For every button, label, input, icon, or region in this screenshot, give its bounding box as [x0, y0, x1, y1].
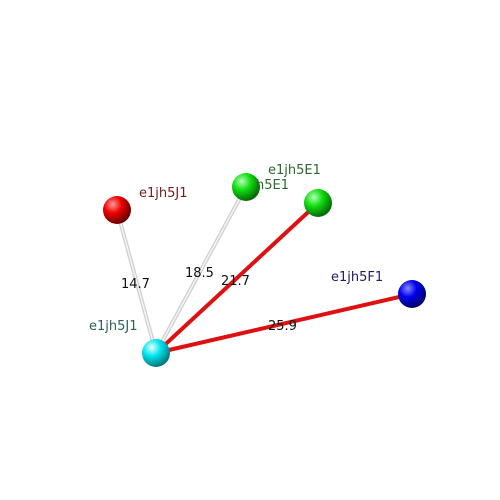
node-green-b[interactable] — [304, 189, 332, 217]
node-center[interactable] — [142, 339, 170, 367]
edge-label-25-9: 25.9 — [268, 319, 297, 334]
edge-center-green-a-highlight — [155, 186, 247, 354]
edge-center-green-b — [154, 201, 320, 355]
edge-label-21-7: 21.7 — [221, 274, 250, 289]
node-labels: e1jh5J1 h5E1 e1jh5E1 e1jh5F1 e1jh5J1 — [89, 163, 383, 334]
edges — [115, 185, 414, 355]
edge-label-18-5: 18.5 — [185, 266, 214, 281]
node-blue[interactable] — [398, 280, 426, 308]
edge-center-red-highlight — [116, 209, 157, 354]
node-label-blue: e1jh5F1 — [331, 270, 383, 285]
node-green-a[interactable] — [232, 173, 260, 201]
node-label-center: e1jh5J1 — [89, 319, 138, 334]
edge-labels: 14.7 18.5 21.7 25.9 — [121, 266, 297, 334]
node-label-red: e1jh5J1 — [139, 186, 188, 201]
nodes — [103, 173, 426, 367]
edge-center-blue — [154, 292, 414, 355]
node-red[interactable] — [103, 196, 131, 224]
node-label-green-a: h5E1 — [256, 178, 289, 193]
edge-label-14-7: 14.7 — [121, 277, 150, 292]
node-label-green-b: e1jh5E1 — [268, 163, 321, 178]
